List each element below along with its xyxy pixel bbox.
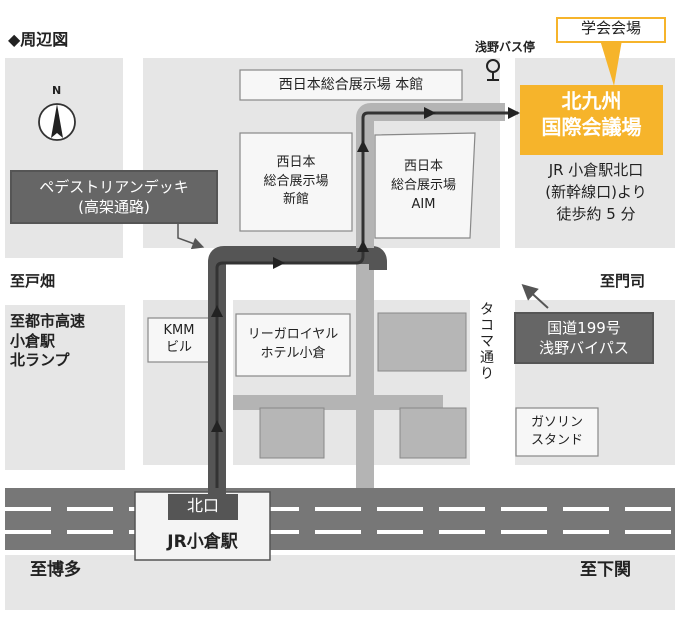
building-aim [374,132,476,239]
building-shinkan [239,132,353,232]
aim-line3: AIM [411,196,436,212]
bus-stop-icon [486,59,500,81]
honkan-label: 西日本総合展示場 本館 [278,76,424,93]
route-corridor-vertical [356,258,374,503]
deck-line2: (高架通路) [78,198,150,216]
access-line2: (新幹線口)より [545,182,647,201]
venue-line1: 北九州 [561,89,622,113]
gas-line1: ガソリン [530,415,583,431]
building-gray-3 [399,407,467,459]
direction-moji: 至門司 [600,272,646,290]
north-arrow-icon [38,103,76,141]
building-honkan [239,69,463,101]
building-gas [515,407,599,457]
hotel-label: リーガロイヤル ホテル小倉 [236,314,350,376]
shinkan-line1: 西日本 [276,154,316,170]
aim-line1: 西日本 [403,159,443,175]
direction-shimonoseki: 至下関 [580,560,631,580]
kmm-label: KMM ビル [148,318,210,362]
aim-label: 西日本 総合展示場 AIM [375,135,472,238]
page-title: ◆周辺図 [8,30,69,49]
venue-line2: 国際会議場 [541,115,642,139]
deck-label: ペデストリアンデッキ (高架通路) [10,170,218,224]
compass-label: N [52,84,62,97]
highway-line2: 小倉駅 [10,331,56,350]
hotel-line1: リーガロイヤル [247,327,339,343]
shinkan-line2: 総合展示場 [263,173,329,189]
hotel-line2: ホテル小倉 [260,346,326,361]
venue-label: 北九州 国際会議場 [520,88,663,140]
building-kmm [147,317,211,363]
deck-line1: ペデストリアンデッキ [39,177,189,196]
direction-hakata: 至博多 [30,560,81,580]
venue-callout-pointer [600,40,622,86]
gas-line2: スタンド [530,433,583,448]
route199-line1: 国道199号 [547,318,621,337]
venue-callout-box [556,17,666,43]
kmm-line2: ビル [165,340,192,355]
access-line1: JR 小倉駅北口 [548,161,644,179]
route-arrow-icon [211,107,520,432]
route-corridor-horizontal [233,395,443,410]
venue-box [520,85,663,155]
building-gray-2 [259,407,325,459]
direction-highway: 至都市高速 小倉駅 北ランプ [10,312,85,371]
building-hotel [235,313,351,377]
direction-tobata: 至戸畑 [10,272,56,290]
route199-label: 国道199号 浅野バイパス [514,312,654,364]
building-gray-1 [377,312,467,372]
block-west-top [5,58,123,258]
bus-stop-label: 浅野バス停 [475,40,536,54]
highway-line1: 至都市高速 [10,312,86,330]
shinkan-label: 西日本 総合展示場 新館 [240,133,352,231]
block-west-bottom [5,305,125,470]
station-name-label: JR小倉駅 [167,532,238,552]
route199-line2: 浅野バイパス [539,339,629,357]
station-exit-box [168,494,238,520]
shinkan-line3: 新館 [282,192,309,208]
block-south [5,555,675,610]
gas-label: ガソリン スタンド [516,408,598,456]
walking-route [215,111,518,488]
access-line3: 徒歩約 5 分 [556,204,636,223]
railway [5,488,675,550]
kmm-line1: KMM [163,323,195,339]
route199-pointer [521,283,549,309]
pedestrian-deck [208,246,387,495]
aim-line2: 総合展示場 [390,178,456,194]
station-exit-label: 北口 [186,496,219,515]
street-label: タコマ通り [480,302,494,383]
deck-pointer [177,222,205,250]
venue-callout-label: 学会会場 [580,19,641,37]
access-info: JR 小倉駅北口 (新幹線口)より 徒歩約 5 分 [522,160,670,225]
highway-line3: 北ランプ [10,351,70,369]
